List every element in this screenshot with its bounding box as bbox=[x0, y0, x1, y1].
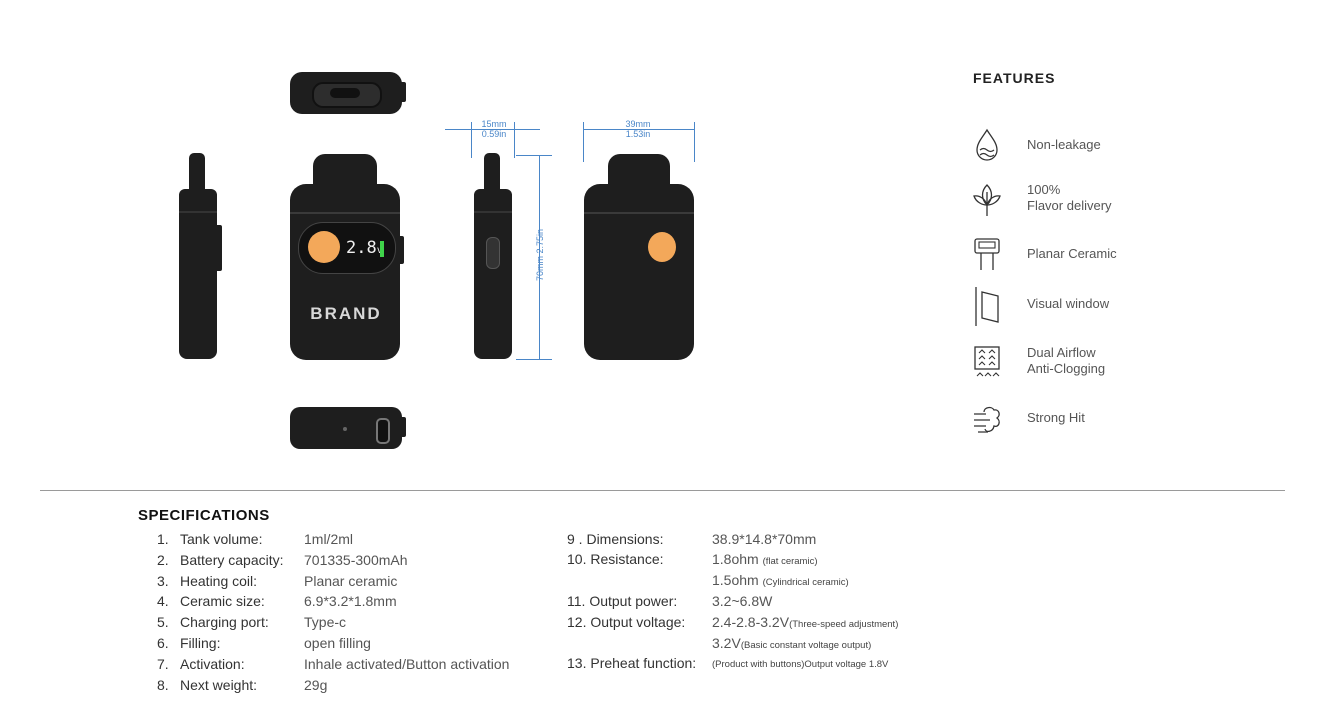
spec-label: 10. Resistance: bbox=[567, 551, 664, 567]
feature-visual-window: Visual window bbox=[972, 285, 1232, 326]
spec-label: 13. Preheat function: bbox=[567, 655, 697, 671]
spec-value: open filling bbox=[304, 635, 371, 651]
section-divider bbox=[40, 490, 1285, 491]
spec-label: Tank volume: bbox=[180, 531, 263, 547]
spec-value: 1.8ohm bbox=[712, 551, 759, 567]
leaf-icon bbox=[973, 184, 1001, 216]
spec-value: 701335-300mAh bbox=[304, 551, 408, 568]
device-side-view-left bbox=[175, 153, 225, 363]
ceramic-coil-icon bbox=[974, 238, 1000, 270]
spec-number: 4. bbox=[157, 593, 169, 610]
device-back-view bbox=[582, 154, 698, 362]
spec-label: Next weight: bbox=[180, 676, 258, 693]
brand-logo: BRAND bbox=[310, 304, 382, 323]
airflow-icon bbox=[974, 346, 1000, 377]
spec-value: 1.5ohm bbox=[712, 572, 759, 588]
spec-value: 29g bbox=[304, 676, 328, 693]
spec-label: Activation: bbox=[180, 655, 245, 672]
spec-number: 3. bbox=[157, 572, 169, 589]
features-title: FEATURES bbox=[973, 70, 1056, 86]
spec-value: Inhale activated/Button activation bbox=[304, 655, 510, 672]
battery-indicator bbox=[380, 241, 384, 257]
spec-value: 38.9*14.8*70mm bbox=[712, 531, 817, 547]
spec-value: 3.2~6.8W bbox=[712, 593, 773, 609]
feature-label: Visual window bbox=[1027, 296, 1110, 311]
spec-label: Charging port: bbox=[180, 614, 269, 631]
specifications-title: SPECIFICATIONS bbox=[138, 507, 270, 524]
feature-dual-airflow: Dual Airflow Anti-Clogging bbox=[972, 344, 1232, 384]
spec-note: (Basic constant voltage output) bbox=[740, 640, 872, 651]
feature-label: Planar Ceramic bbox=[1027, 246, 1117, 261]
height-dimension: 70mm 2.75in bbox=[535, 228, 545, 282]
spec-note: (flat ceramic) bbox=[762, 556, 818, 567]
usb-c-port bbox=[376, 418, 390, 444]
spec-note: (Cylindrical ceramic) bbox=[762, 577, 849, 588]
feature-non-leakage: Non-leakage bbox=[972, 128, 1232, 168]
spec-value: 6.9*3.2*1.8mm bbox=[304, 593, 397, 610]
feature-label: Non-leakage bbox=[1027, 137, 1101, 152]
spec-label: Battery capacity: bbox=[180, 551, 284, 568]
spec-value: (Product with buttons)Output voltage 1.8… bbox=[712, 659, 889, 670]
spec-label: 12. Output voltage: bbox=[567, 614, 686, 630]
drop-icon bbox=[976, 128, 998, 161]
feature-planar-ceramic: Planar Ceramic bbox=[972, 236, 1232, 276]
device-bottom-view bbox=[290, 407, 408, 451]
window-icon bbox=[975, 287, 999, 326]
spec-label: 9 . Dimensions: bbox=[567, 531, 664, 547]
spec-number: 7. bbox=[157, 655, 169, 672]
device-front-view: 2.8v BRAND bbox=[288, 154, 408, 362]
fire-button[interactable] bbox=[308, 231, 340, 263]
feature-label: 100% Flavor delivery bbox=[1027, 182, 1112, 213]
screen-voltage: 2.8v bbox=[346, 238, 383, 258]
device-top-view bbox=[290, 72, 408, 116]
spec-number: 6. bbox=[157, 635, 169, 651]
spec-label: Ceramic size: bbox=[180, 593, 265, 610]
spec-label: 11. Output power: bbox=[567, 593, 678, 609]
spec-number: 2. bbox=[157, 551, 169, 568]
spec-value: 1ml/2ml bbox=[304, 531, 354, 547]
spec-value: 2.4-2.8-3.2V bbox=[712, 614, 790, 630]
feature-label: Dual Airflow Anti-Clogging bbox=[1027, 345, 1106, 376]
spec-note: (Three-speed adjustment) bbox=[789, 619, 899, 630]
feature-label: Strong Hit bbox=[1027, 410, 1085, 425]
spec-number: 8. bbox=[157, 676, 169, 693]
spec-value: Planar ceramic bbox=[304, 572, 398, 589]
spec-label: Heating coil: bbox=[180, 572, 258, 589]
airflow-hole bbox=[343, 427, 347, 431]
wind-icon bbox=[974, 406, 1000, 433]
spec-value: 3.2V bbox=[712, 635, 741, 651]
spec-value: Type-c bbox=[304, 614, 347, 631]
feature-flavor-delivery: 100% Flavor delivery bbox=[972, 182, 1232, 222]
spec-number: 1. bbox=[157, 531, 169, 547]
spec-number: 5. bbox=[157, 614, 169, 631]
device-side-view-right bbox=[470, 153, 520, 363]
spec-label: Filling: bbox=[180, 635, 221, 651]
feature-strong-hit: Strong Hit bbox=[972, 404, 1232, 444]
